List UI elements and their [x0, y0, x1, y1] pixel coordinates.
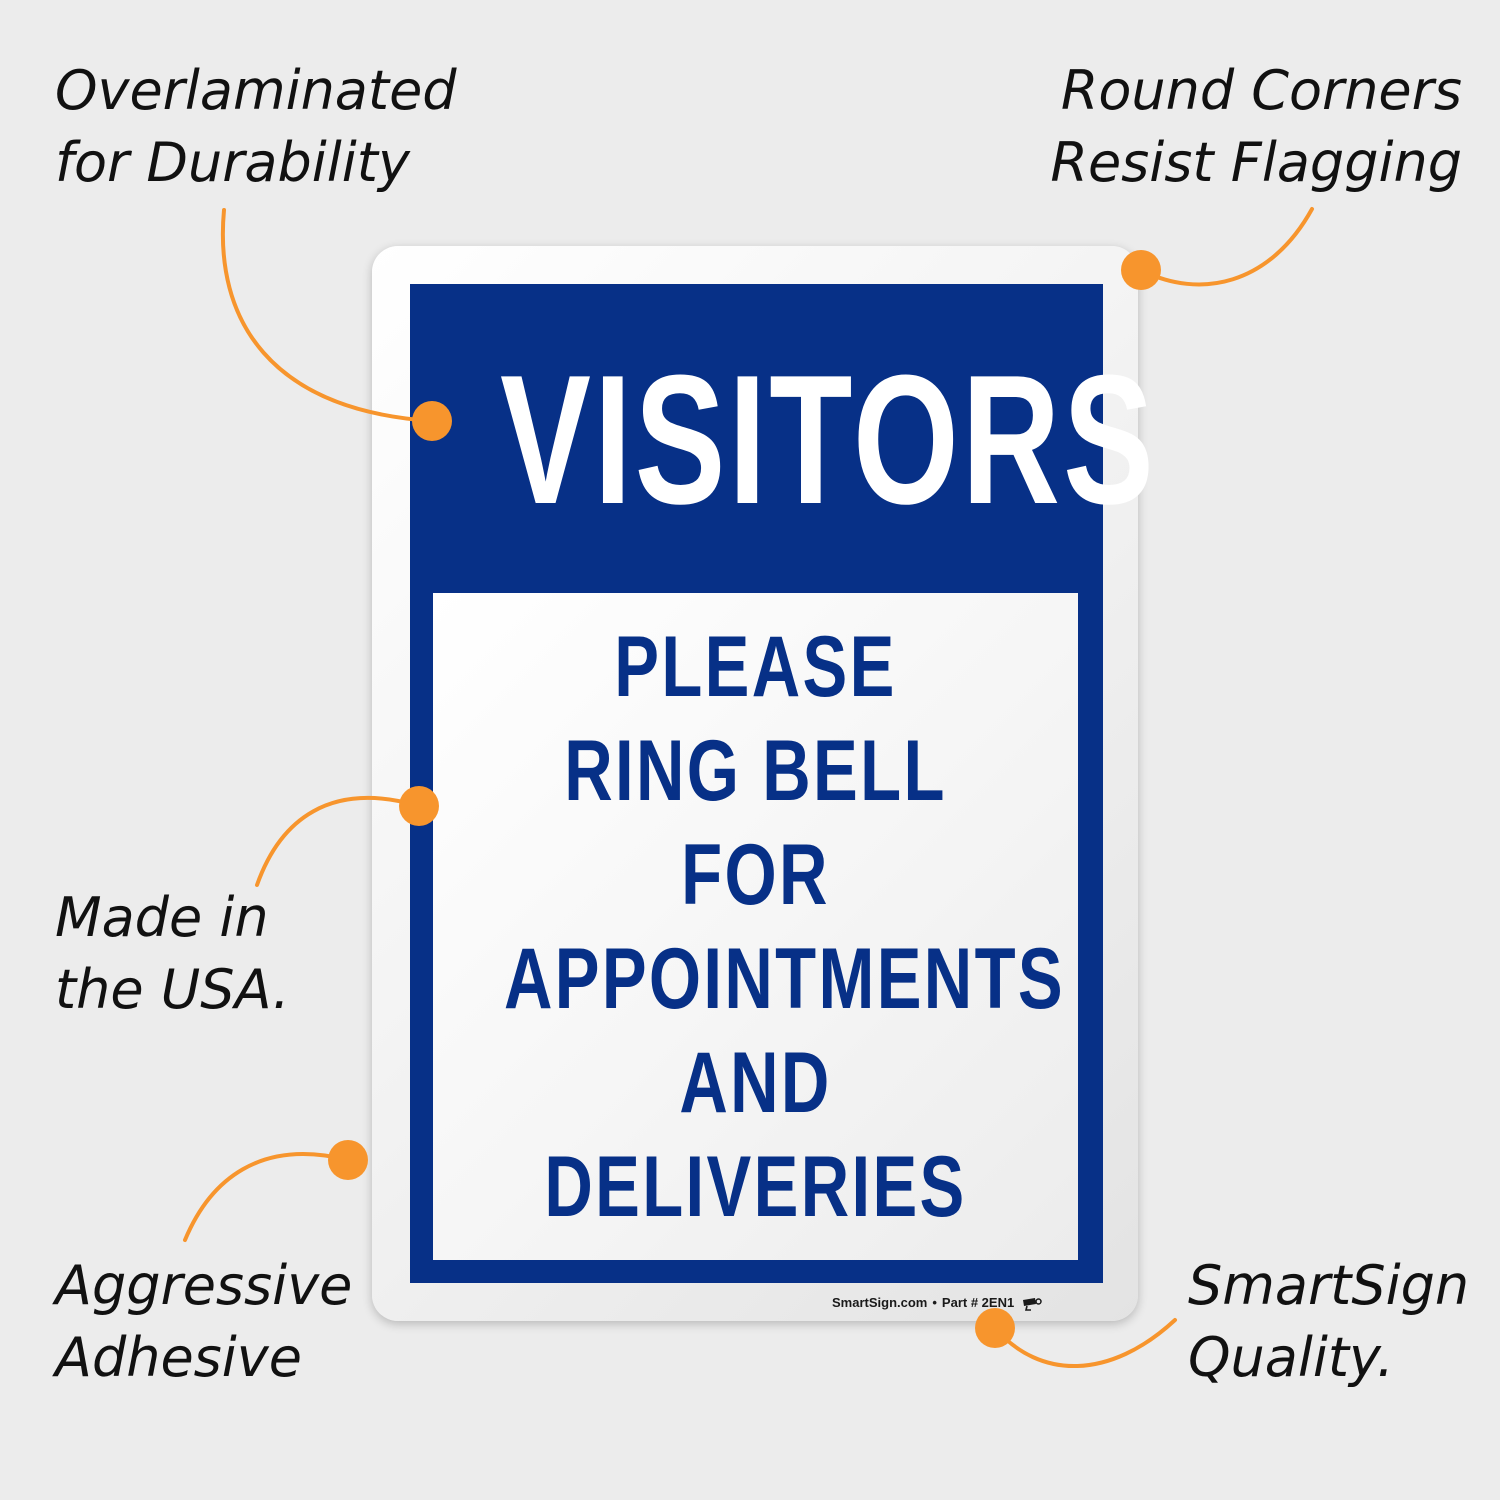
callout-adhesive: Aggressive Adhesive — [55, 1250, 352, 1394]
visitors-sign: VISITORS PLEASE RING BELL FOR APPOINTMEN… — [372, 246, 1157, 1321]
sign-message-line: AND — [679, 1035, 832, 1131]
sign-message: PLEASE RING BELL FOR APPOINTMENTS AND DE… — [433, 615, 1078, 1239]
leader-line-quality — [993, 1318, 1177, 1368]
sign-blue-frame: VISITORS PLEASE RING BELL FOR APPOINTMEN… — [410, 284, 1157, 1283]
security-camera-icon — [1022, 1297, 1042, 1311]
callout-line: Quality. — [1188, 1326, 1394, 1389]
callout-line: Round Corners — [1060, 59, 1462, 122]
callout-overlaminated: Overlaminated for Durability — [55, 55, 457, 199]
callout-made-in-usa: Made in the USA. — [55, 882, 290, 1026]
callout-quality: SmartSign Quality. — [1188, 1250, 1469, 1394]
callout-dot-overlaminated — [412, 401, 452, 441]
callout-line: Adhesive — [55, 1326, 302, 1389]
sign-footer: SmartSign.com • Part # 2EN1 — [832, 1295, 1042, 1311]
callout-dot-made-in-usa — [399, 786, 439, 826]
leader-line-round-corners — [1139, 207, 1314, 287]
sign-message-line: PLEASE — [614, 619, 897, 715]
callout-line: SmartSign — [1188, 1254, 1470, 1317]
footer-separator: • — [932, 1295, 937, 1310]
sign-message-line: APPOINTMENTS — [503, 931, 1065, 1027]
callout-dot-quality — [975, 1308, 1015, 1348]
sign-message-line: RING BELL — [564, 723, 947, 819]
footer-part-number: Part # 2EN1 — [941, 1295, 1015, 1310]
callout-dot-adhesive — [328, 1140, 368, 1180]
callout-dot-round-corners — [1121, 250, 1161, 290]
callout-line: Aggressive — [55, 1254, 353, 1317]
leader-line-adhesive — [183, 1152, 350, 1242]
sign-message-line: FOR — [681, 827, 830, 923]
sign-message-panel: PLEASE RING BELL FOR APPOINTMENTS AND DE… — [433, 593, 1078, 1260]
sign-message-line: DELIVERIES — [544, 1139, 967, 1235]
callout-round-corners: Round Corners Resist Flagging — [1050, 55, 1462, 199]
callout-line: Resist Flagging — [1050, 131, 1462, 194]
callout-line: the USA. — [55, 958, 290, 1021]
callout-line: Overlaminated — [55, 59, 457, 122]
callout-line: for Durability — [55, 131, 410, 194]
sign-header: VISITORS — [500, 336, 1157, 542]
footer-site: SmartSign.com — [832, 1295, 928, 1310]
callout-line: Made in — [55, 886, 269, 949]
